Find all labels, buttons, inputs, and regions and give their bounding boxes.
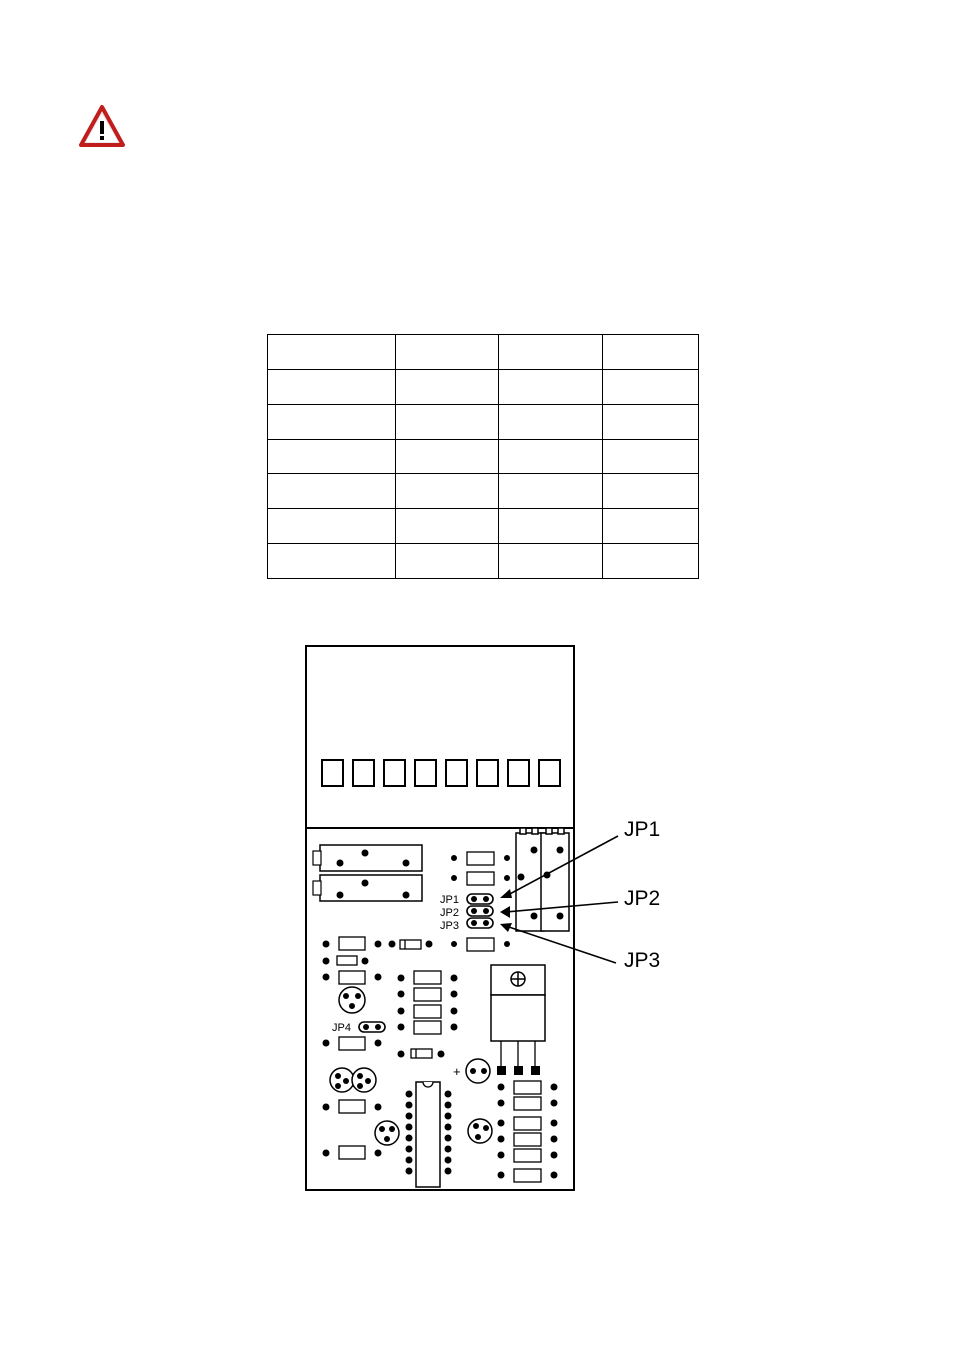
table-cell: [267, 368, 396, 405]
resistor: [413, 970, 442, 1035]
table-cell: [602, 508, 699, 545]
callout-jp3: JP3: [624, 949, 660, 972]
table-row: [267, 438, 699, 475]
table-cell: [267, 508, 396, 545]
table-cell: [394, 508, 500, 545]
solder-pad: [497, 1083, 558, 1179]
table-row: [267, 473, 699, 510]
transistor: [329, 1067, 377, 1093]
table-cell: [267, 473, 396, 510]
board-label-jp3: JP3: [440, 920, 459, 932]
arrow-head: [500, 889, 512, 932]
table-cell: [498, 403, 604, 440]
table-cell: [394, 473, 500, 510]
diode: [399, 939, 433, 1059]
table-cell: [602, 368, 699, 405]
board-label-jp4: JP4: [332, 1022, 351, 1034]
table-row: [267, 543, 699, 579]
table-cell: [498, 473, 604, 510]
callout-jp2: JP2: [624, 887, 660, 910]
trimmer-block: [515, 827, 570, 932]
blank-table: [267, 334, 699, 579]
resistor: [513, 1080, 542, 1183]
terminal-block: [321, 759, 561, 787]
table-cell: [602, 403, 699, 440]
capacitor: [465, 1058, 491, 1084]
table-cell: [394, 438, 500, 475]
solder-pad: [397, 974, 458, 1031]
table-cell: [267, 403, 396, 440]
table-cell: [602, 473, 699, 510]
board-label-plus: +: [453, 1064, 461, 1079]
table-row: [267, 508, 699, 545]
solder-pad: [451, 855, 510, 947]
table-row: [267, 403, 699, 440]
ic-chip: [405, 1081, 452, 1188]
table-cell: [394, 403, 500, 440]
jumper-jp4: [358, 1021, 386, 1033]
table-row: [267, 368, 699, 405]
table-row: [267, 334, 699, 370]
table-cell: [394, 334, 500, 370]
warning-triangle-icon: [79, 105, 125, 147]
table-cell: [602, 438, 699, 475]
voltage-regulator: [490, 964, 546, 1075]
relay-bottom: [312, 874, 423, 902]
transistor: [467, 1118, 493, 1144]
relay-top: [312, 844, 423, 872]
pcb-diagram: JP1 JP2 JP3 JP1 JP2 JP3: [305, 645, 660, 1191]
table-cell: [498, 508, 604, 545]
table-cell: [498, 334, 604, 370]
table-cell: [602, 543, 699, 579]
board-label-jp1: JP1: [440, 894, 459, 906]
transistor: [374, 1120, 400, 1146]
resistor: [466, 851, 495, 952]
solder-pad: [322, 940, 445, 1157]
board-label-jp2: JP2: [440, 907, 459, 919]
callout-jp1: JP1: [624, 818, 660, 841]
table-cell: [267, 438, 396, 475]
solder-pad: [517, 846, 564, 920]
table-cell: [394, 368, 500, 405]
table-cell: [602, 334, 699, 370]
jumper-block: [466, 893, 494, 929]
table-cell: [498, 543, 604, 579]
table-cell: [394, 543, 500, 579]
table-cell: [267, 543, 396, 579]
callout-arrow: [505, 835, 619, 964]
table-cell: [498, 368, 604, 405]
resistor: [336, 936, 366, 1160]
transistor: [338, 986, 366, 1014]
table-cell: [498, 438, 604, 475]
table-cell: [267, 334, 396, 370]
